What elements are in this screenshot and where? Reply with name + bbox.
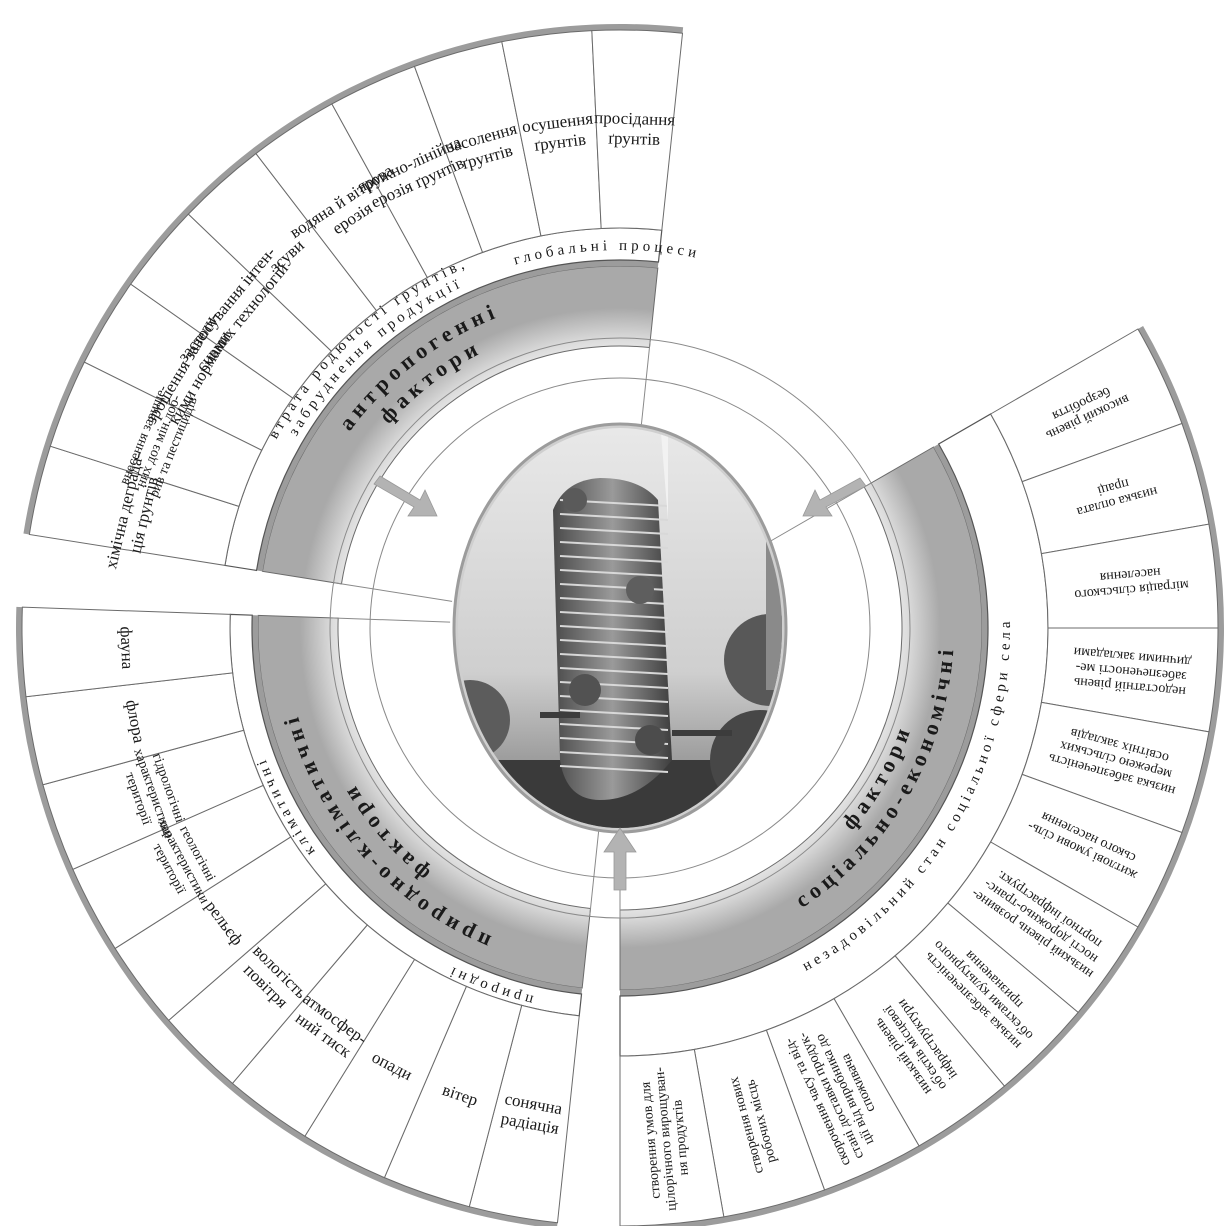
arrows	[373, 475, 867, 891]
arrow-from-anthropogenic	[802, 477, 867, 517]
socioeconomic-item-line: населення	[1099, 564, 1162, 584]
anthropogenic-item-line: просідання	[594, 108, 676, 129]
anthropogenic-cell	[591, 29, 684, 231]
tower-slab	[559, 667, 669, 675]
arrow-from-natural	[373, 475, 438, 517]
natural-cell	[21, 606, 234, 698]
tower-slab	[559, 653, 669, 661]
sector-rings	[16, 23, 1224, 1226]
tower-slab	[559, 765, 669, 773]
spoke-line	[330, 617, 451, 623]
center-building-image	[452, 422, 788, 834]
tower-slab	[559, 527, 669, 535]
natural-item-line: фауна	[117, 626, 138, 670]
anthropogenic-item-line: ґрунтів	[608, 128, 661, 148]
tower-slab	[559, 639, 669, 647]
socioeconomic-item-line: ня продуктів	[670, 1099, 692, 1176]
tower-slab	[559, 625, 669, 633]
tower-slab	[559, 611, 669, 619]
tower-slab	[559, 569, 669, 577]
spoke-line	[333, 582, 453, 602]
tower-slab	[559, 751, 669, 759]
tower-slab	[559, 513, 669, 521]
tower-slab	[559, 555, 669, 563]
natural-item: фауна	[117, 626, 138, 670]
arrow-from-socioeconomic	[603, 827, 637, 891]
socioeconomic-heading-band	[619, 446, 983, 991]
tower-slab	[559, 597, 669, 605]
tower-slab	[559, 709, 669, 717]
socioeconomic-cell	[619, 1048, 725, 1226]
tower-slab	[559, 541, 669, 549]
